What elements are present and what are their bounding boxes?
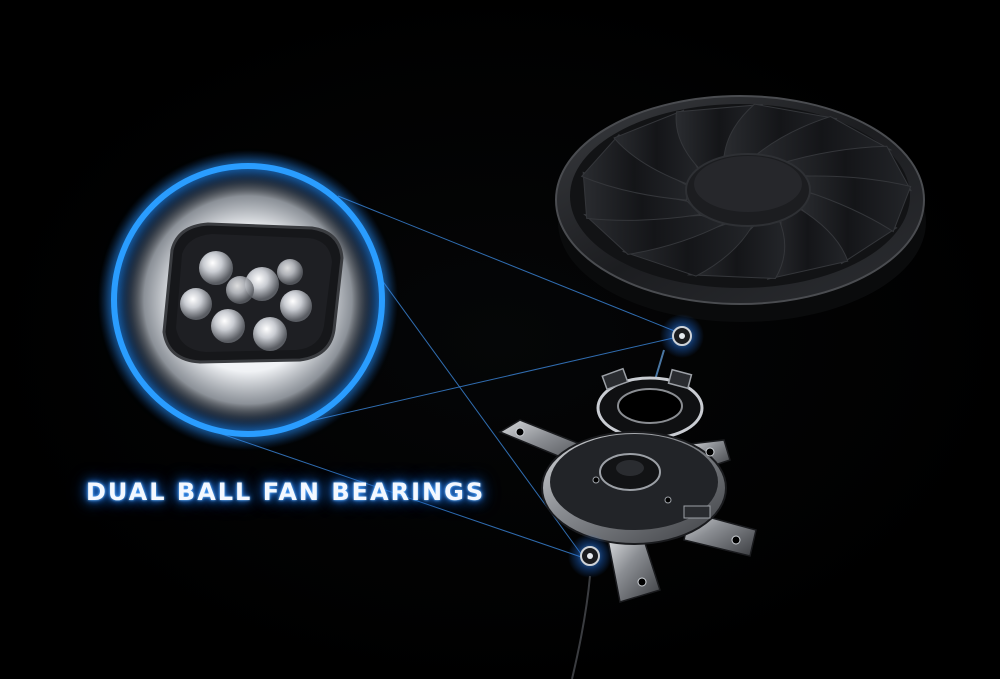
mounting-hole bbox=[705, 447, 715, 457]
fan-blades bbox=[580, 103, 912, 280]
retainer-tab bbox=[667, 368, 693, 390]
retainer-tab bbox=[601, 367, 629, 391]
fan-hub-cap bbox=[694, 156, 802, 212]
upper-bearing bbox=[660, 314, 704, 358]
mounting-bracket bbox=[498, 419, 757, 603]
fan-blade bbox=[797, 175, 912, 233]
bearing-ball bbox=[253, 317, 287, 351]
bearing-ball bbox=[180, 288, 212, 320]
mounting-hole bbox=[592, 476, 600, 484]
retainer-clip bbox=[596, 367, 704, 440]
magnifier-ring bbox=[111, 163, 385, 437]
motor-stator-core bbox=[616, 460, 644, 476]
bearing-balls bbox=[180, 251, 312, 351]
upper-bearing-core bbox=[679, 333, 685, 339]
bracket-connector bbox=[683, 505, 711, 519]
bearing-ball bbox=[199, 251, 233, 285]
bearing-ball bbox=[226, 276, 254, 304]
mounting-hole bbox=[664, 496, 672, 504]
mounting-hole bbox=[637, 577, 647, 587]
fan-cable bbox=[571, 575, 591, 679]
connector-line-top bbox=[337, 195, 683, 335]
bearing-ball bbox=[211, 309, 245, 343]
fan bbox=[555, 95, 926, 322]
bracket-arm-bottom bbox=[607, 539, 661, 603]
bearing-ball bbox=[280, 290, 312, 322]
lower-bearing bbox=[568, 534, 612, 578]
bearing-magnifier bbox=[98, 150, 398, 450]
connector-line-bottom bbox=[209, 429, 591, 561]
bearing-ball bbox=[277, 259, 303, 285]
headline: DUAL BALL FAN BEARINGS bbox=[86, 478, 486, 506]
lower-bearing-core bbox=[587, 553, 593, 559]
mounting-hole bbox=[731, 535, 741, 545]
mounting-hole bbox=[515, 427, 525, 437]
retainer-inner bbox=[617, 388, 683, 424]
